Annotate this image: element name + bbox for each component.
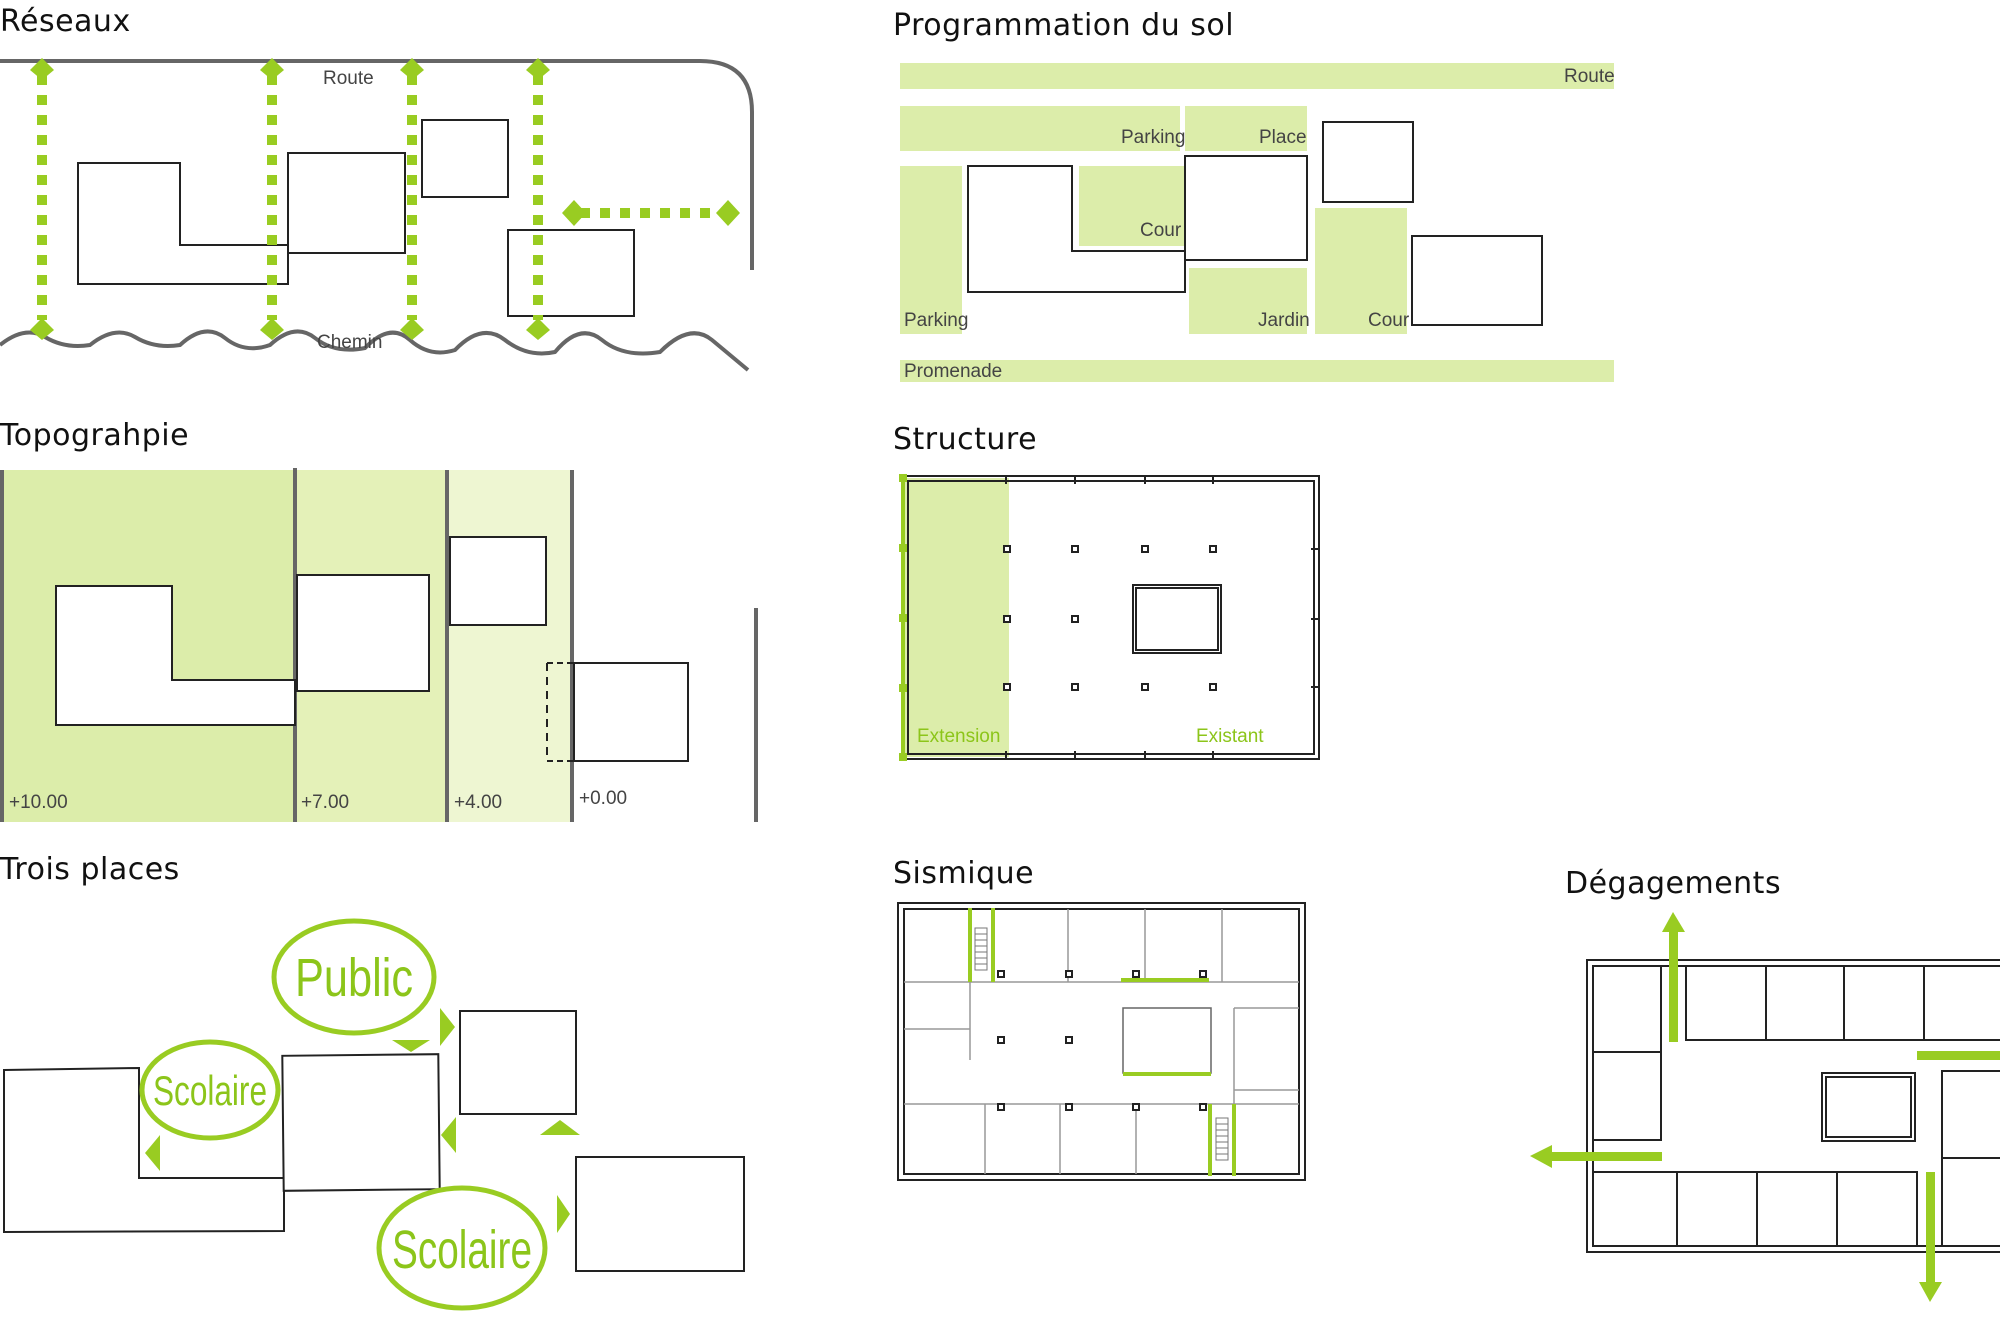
building-block [459,1010,577,1115]
cour-label-2: Cour [1368,310,1410,331]
parking-top-label: Parking [1121,127,1185,148]
perimeter-ticks [1005,476,1319,759]
sismique-outline [897,902,1306,1181]
building-block [1184,155,1308,261]
extension-zone [903,478,1009,757]
building-l-shape [55,585,296,726]
scolaire-bubble [139,1039,281,1141]
sismique-diagram [897,902,1306,1181]
public-label: Public [295,948,413,1008]
direction-arrows [145,1008,580,1233]
degagements-outline [1586,959,2000,1253]
structure-title: Structure [893,422,1038,457]
sismique-title: Sismique [893,856,1035,891]
building-block [449,536,547,626]
program-zones [900,63,1614,382]
building-block [575,1156,745,1272]
parking-left-label: Parking [904,310,968,331]
seismic-walls [968,908,1236,1176]
programmation-diagram: Route Parking Place Cour Parking Jardin … [900,63,1615,382]
reseaux-title: Réseaux [0,4,131,39]
building-block [287,152,406,254]
building-block [507,229,635,317]
scolaire-label-2: Scolaire [392,1220,532,1280]
existant-label: Existant [1196,726,1264,747]
building-block [1322,121,1414,203]
degagements-core [1821,1072,1916,1142]
chemin-line [0,329,750,372]
level-label-0: +0.00 [579,788,627,809]
promenade-label: Promenade [904,361,1002,382]
route-zone-label: Route [1564,66,1615,87]
building-block [1411,235,1543,326]
stair [974,927,1229,1161]
structure-columns [1003,545,1217,691]
degagements-rooms [1592,965,2000,1247]
level-label-7: +7.00 [301,792,349,813]
building-block [296,574,430,692]
exit-arrows [1530,912,2000,1302]
building-block [281,1053,441,1192]
extension-label: Extension [917,726,1000,747]
trois-places-title: Trois places [0,852,180,887]
programmation-title: Programmation du sol [893,8,1235,43]
jardin-label: Jardin [1258,310,1310,331]
reseaux-diagram: Route Chemin [0,58,754,372]
trois-places-diagram: Public Scolaire Scolaire [3,918,745,1311]
green-network-lines [37,75,720,320]
topographie-diagram: +10.00 +7.00 +4.00 +0.00 [0,468,758,822]
chemin-label: Chemin [317,332,382,353]
topographie-title: Topograhpie [0,418,190,453]
degagements-title: Dégagements [1565,866,1782,901]
public-bubble [271,918,437,1036]
structure-core [1132,584,1222,654]
scolaire-bubble-2 [376,1185,548,1311]
level-zone-4 [447,470,572,822]
structure-diagram: Extension Existant [899,474,1320,761]
building-block [573,662,689,762]
place-label: Place [1259,127,1307,148]
route-label: Route [323,68,374,89]
cour-label: Cour [1140,220,1182,241]
building-block [421,119,509,198]
network-nodes [30,58,740,340]
green-column-markers [899,474,907,761]
level-label-4: +4.00 [454,792,502,813]
sismique-columns [997,970,1207,1111]
scolaire-label: Scolaire [153,1067,267,1114]
level-lines [0,468,758,822]
route-line [0,59,754,270]
level-label-10: +10.00 [9,792,68,813]
